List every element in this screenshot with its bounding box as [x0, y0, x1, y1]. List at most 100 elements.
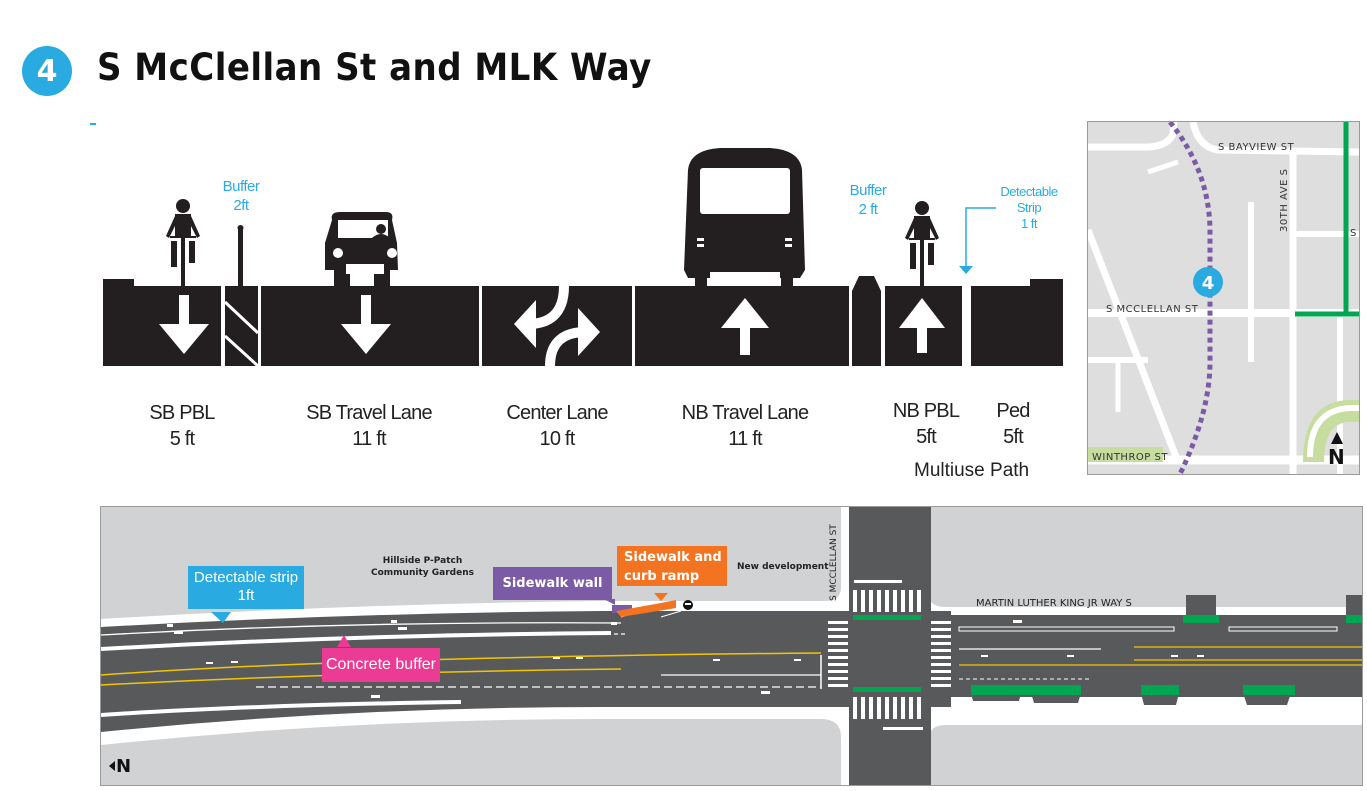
map-park [1088, 447, 1163, 462]
buffer-hatch [223, 300, 260, 368]
two-way-left-turn-icon [514, 285, 600, 367]
crosswalk [828, 580, 951, 730]
label-line: Hillside P-Patch [382, 556, 463, 566]
callout-line: Sidewalk and [624, 550, 722, 565]
lane-label-center: Center Lane 10 ft [506, 400, 608, 452]
map-street [1088, 228, 1182, 464]
map-marker [1193, 267, 1223, 297]
annotation-line: 1 ft [1020, 216, 1038, 231]
down-arrow-icon [341, 295, 391, 354]
lane-width: 10 ft [539, 428, 576, 450]
map-street [1307, 405, 1359, 458]
north-arrow-icon [109, 761, 115, 771]
section-number-badge: 4 [22, 46, 72, 96]
lane-name: NB Travel Lane [681, 402, 809, 424]
green-bike-marking [971, 615, 1362, 695]
callout-pointer [337, 635, 351, 647]
project-route-purple [1168, 122, 1213, 474]
callout-detectable-strip: Detectable strip 1ft [188, 566, 304, 609]
lane-width: 5ft [1003, 426, 1024, 448]
lane-label-nb-pbl: NB PBL 5ft [892, 398, 960, 450]
detectable-strip-pointer-icon [959, 207, 996, 274]
car-icon [325, 212, 398, 286]
annotation-line: Buffer [849, 182, 887, 199]
north-label: N [116, 756, 132, 777]
turn-arrow-icon [206, 655, 1204, 664]
north-arrow-icon [1331, 432, 1343, 444]
lane-width: 5 ft [169, 428, 195, 450]
map-street-label: S MCCLELLAN ST [1106, 304, 1199, 315]
cross-section-diagram: Buffer 2ft Buffer 2 ft Detectable Strip … [100, 140, 1070, 375]
bike-route-green [1295, 122, 1359, 317]
green-crossing-marking [853, 615, 921, 692]
annotation-line: Strip [1016, 200, 1042, 215]
lane-name: Center Lane [506, 402, 608, 424]
map-street [1147, 159, 1179, 175]
label-line: Community Gardens [371, 568, 474, 578]
map-street-label: 30TH AVE S [1279, 168, 1290, 232]
lane-block-left-buffer [225, 286, 258, 366]
map-street [1088, 122, 1178, 151]
down-arrow-icon [159, 295, 209, 354]
edge-line [101, 700, 462, 717]
lane-name: SB PBL [149, 402, 215, 424]
callout-line: Detectable strip [193, 569, 299, 586]
lane-block-right-buffer [852, 276, 881, 366]
annotation-line: 2ft [233, 197, 249, 214]
roadway-east [951, 615, 1362, 697]
lane-name: SB Travel Lane [306, 402, 432, 424]
map-marker-number: 4 [1202, 273, 1215, 294]
callout-line: curb ramp [624, 569, 700, 584]
lane-name: Ped [996, 400, 1030, 422]
map-park [1303, 400, 1359, 462]
lane-block-center [482, 286, 632, 366]
plan-view-diagram: Detectable strip 1ft Concrete buffer Sid… [100, 506, 1363, 786]
lane-width: 11 ft [728, 428, 762, 450]
bike-buffer-hatch [958, 626, 1175, 632]
lane-block-ped [971, 279, 1063, 366]
bicycle-rider-icon [905, 201, 939, 286]
main-street-label: MARTIN LUTHER KING JR WAY S [976, 598, 1132, 609]
sidewalk-wall-marker [612, 605, 632, 613]
right-buffer-annotation: Buffer 2 ft [850, 181, 887, 219]
bicycle-rider-icon [166, 199, 200, 286]
bike-buffer-hatch [1228, 626, 1338, 632]
garden-label: Hillside P-Patch Community Gardens [371, 555, 474, 579]
map-street-label: S BAYVIEW ST [1218, 142, 1295, 153]
callout-pointer [654, 593, 668, 601]
up-arrow-icon [721, 298, 769, 355]
callout-line: 1ft [237, 587, 255, 604]
callout-sidewalk-curb-ramp: Sidewalk and curb ramp [617, 546, 727, 586]
annotation-line: Detectable [1000, 184, 1058, 199]
driveway [1186, 595, 1216, 617]
lane-label-sb-travel: SB Travel Lane 11 ft [306, 400, 432, 452]
callout-concrete-buffer: Concrete buffer [322, 648, 440, 682]
lane-label-sb-pbl: SB PBL 5 ft [149, 400, 215, 452]
new-development-label: New development [737, 562, 829, 572]
decorative-tick [90, 123, 96, 125]
annotation-line: 2 ft [858, 201, 878, 218]
lane-label-nb-travel: NB Travel Lane 11 ft [682, 400, 809, 452]
callout-pointer [211, 612, 231, 623]
locator-map: 4 S BAYVIEW ST 30TH AVE S S MCCLELLAN ST… [1087, 121, 1360, 475]
bus-stop-glyph [685, 603, 691, 605]
lane-label-ped: Ped 5ft [996, 398, 1030, 450]
lane-name: NB PBL [892, 400, 960, 422]
left-buffer-annotation: Buffer 2ft [223, 177, 260, 215]
page-title: S McClellan St and MLK Way [97, 46, 652, 89]
callout-sidewalk-wall: Sidewalk wall [493, 567, 612, 600]
lane-width: 11 ft [352, 428, 386, 450]
bollard-icon [237, 225, 244, 286]
multiuse-path-label: Multiuse Path [914, 460, 1030, 481]
curb-ramp-marker [616, 600, 676, 617]
lane-width: 5ft [916, 426, 937, 448]
lane-line [101, 622, 622, 636]
north-label: N [1328, 445, 1345, 469]
bike-symbol-icon [167, 620, 1022, 698]
detectable-strip-annotation: Detectable Strip 1 ft [1000, 184, 1058, 232]
up-arrow-icon [899, 298, 945, 353]
hatch [660, 610, 682, 618]
lane-block-sb-pbl [103, 279, 221, 366]
callout-pointer [604, 599, 615, 605]
annotation-line: Buffer [222, 178, 260, 195]
